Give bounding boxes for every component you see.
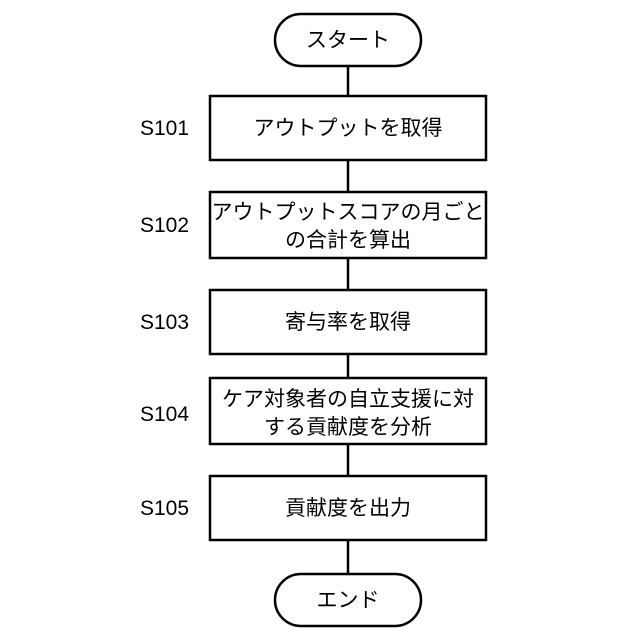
end-label: エンド: [317, 588, 380, 612]
process-box-s104: ケア対象者の自立支援に対 する貢献度を分析: [210, 378, 486, 444]
process-box-s101: アウトプットを取得: [210, 96, 486, 160]
start-label: スタート: [306, 28, 390, 52]
process-text-s101: アウトプットを取得: [254, 116, 443, 140]
process-text-s104-line2: する貢献度を分析: [264, 415, 432, 439]
step-label-s105: S105: [140, 497, 189, 520]
process-text-s102-line2: の合計を算出: [285, 228, 411, 252]
process-text-s102-line1: アウトプットスコアの月ごと: [212, 200, 485, 224]
step-label-s102: S102: [140, 214, 189, 237]
process-box-s102: アウトプットスコアの月ごと の合計を算出: [210, 192, 486, 258]
end-terminal: エンド: [275, 574, 421, 626]
step-label-s104: S104: [140, 403, 189, 426]
process-text-s104-line1: ケア対象者の自立支援に対: [222, 387, 474, 411]
step-label-s103: S103: [140, 311, 189, 334]
process-text-s103: 寄与率を取得: [285, 310, 411, 334]
process-box-s105: 貢献度を出力: [210, 476, 486, 540]
start-terminal: スタート: [275, 14, 421, 66]
process-text-s105: 貢献度を出力: [285, 496, 411, 520]
step-label-s101: S101: [140, 117, 189, 140]
process-box-s103: 寄与率を取得: [210, 290, 486, 354]
